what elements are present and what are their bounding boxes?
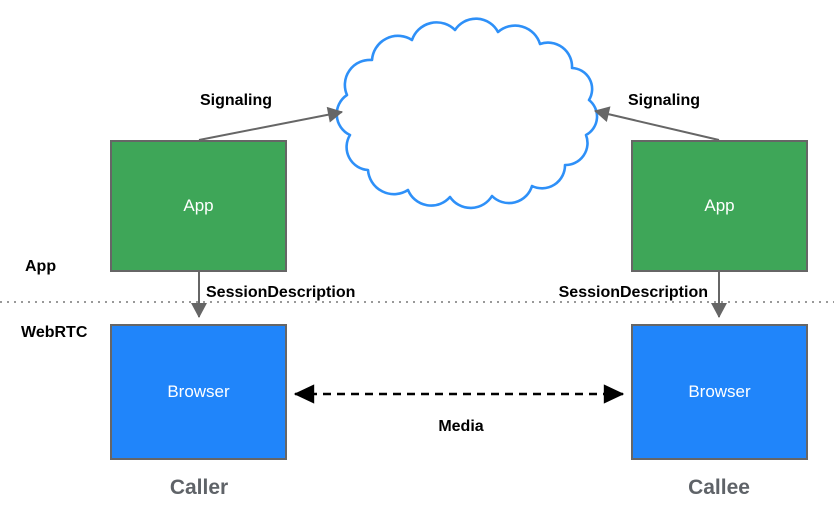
signaling-edge-right — [594, 106, 720, 141]
signaling-cloud-icon — [335, 17, 599, 210]
caption-caller: Caller — [169, 476, 229, 499]
node-caller-app: App — [110, 140, 287, 272]
session-description-label-right: SessionDescription — [558, 284, 708, 301]
caption-callee: Callee — [688, 476, 750, 499]
node-callee-app: App — [631, 140, 808, 272]
session-description-label-left: SessionDescription — [206, 284, 356, 301]
node-callee-app-label: App — [704, 196, 735, 215]
signaling-label-left: Signaling — [200, 92, 272, 109]
media-label: Media — [438, 418, 484, 435]
node-caller-browser: Browser — [110, 324, 287, 460]
layer-label-app: App — [25, 258, 57, 275]
signaling-label-right: Signaling — [628, 92, 700, 109]
node-caller-app-label: App — [183, 196, 214, 215]
layer-label-webrtc: WebRTC — [21, 324, 88, 341]
node-callee-browser-label: Browser — [688, 382, 751, 401]
node-caller-browser-label: Browser — [167, 382, 230, 401]
signaling-edge-left — [198, 106, 343, 141]
node-callee-browser: Browser — [631, 324, 808, 460]
